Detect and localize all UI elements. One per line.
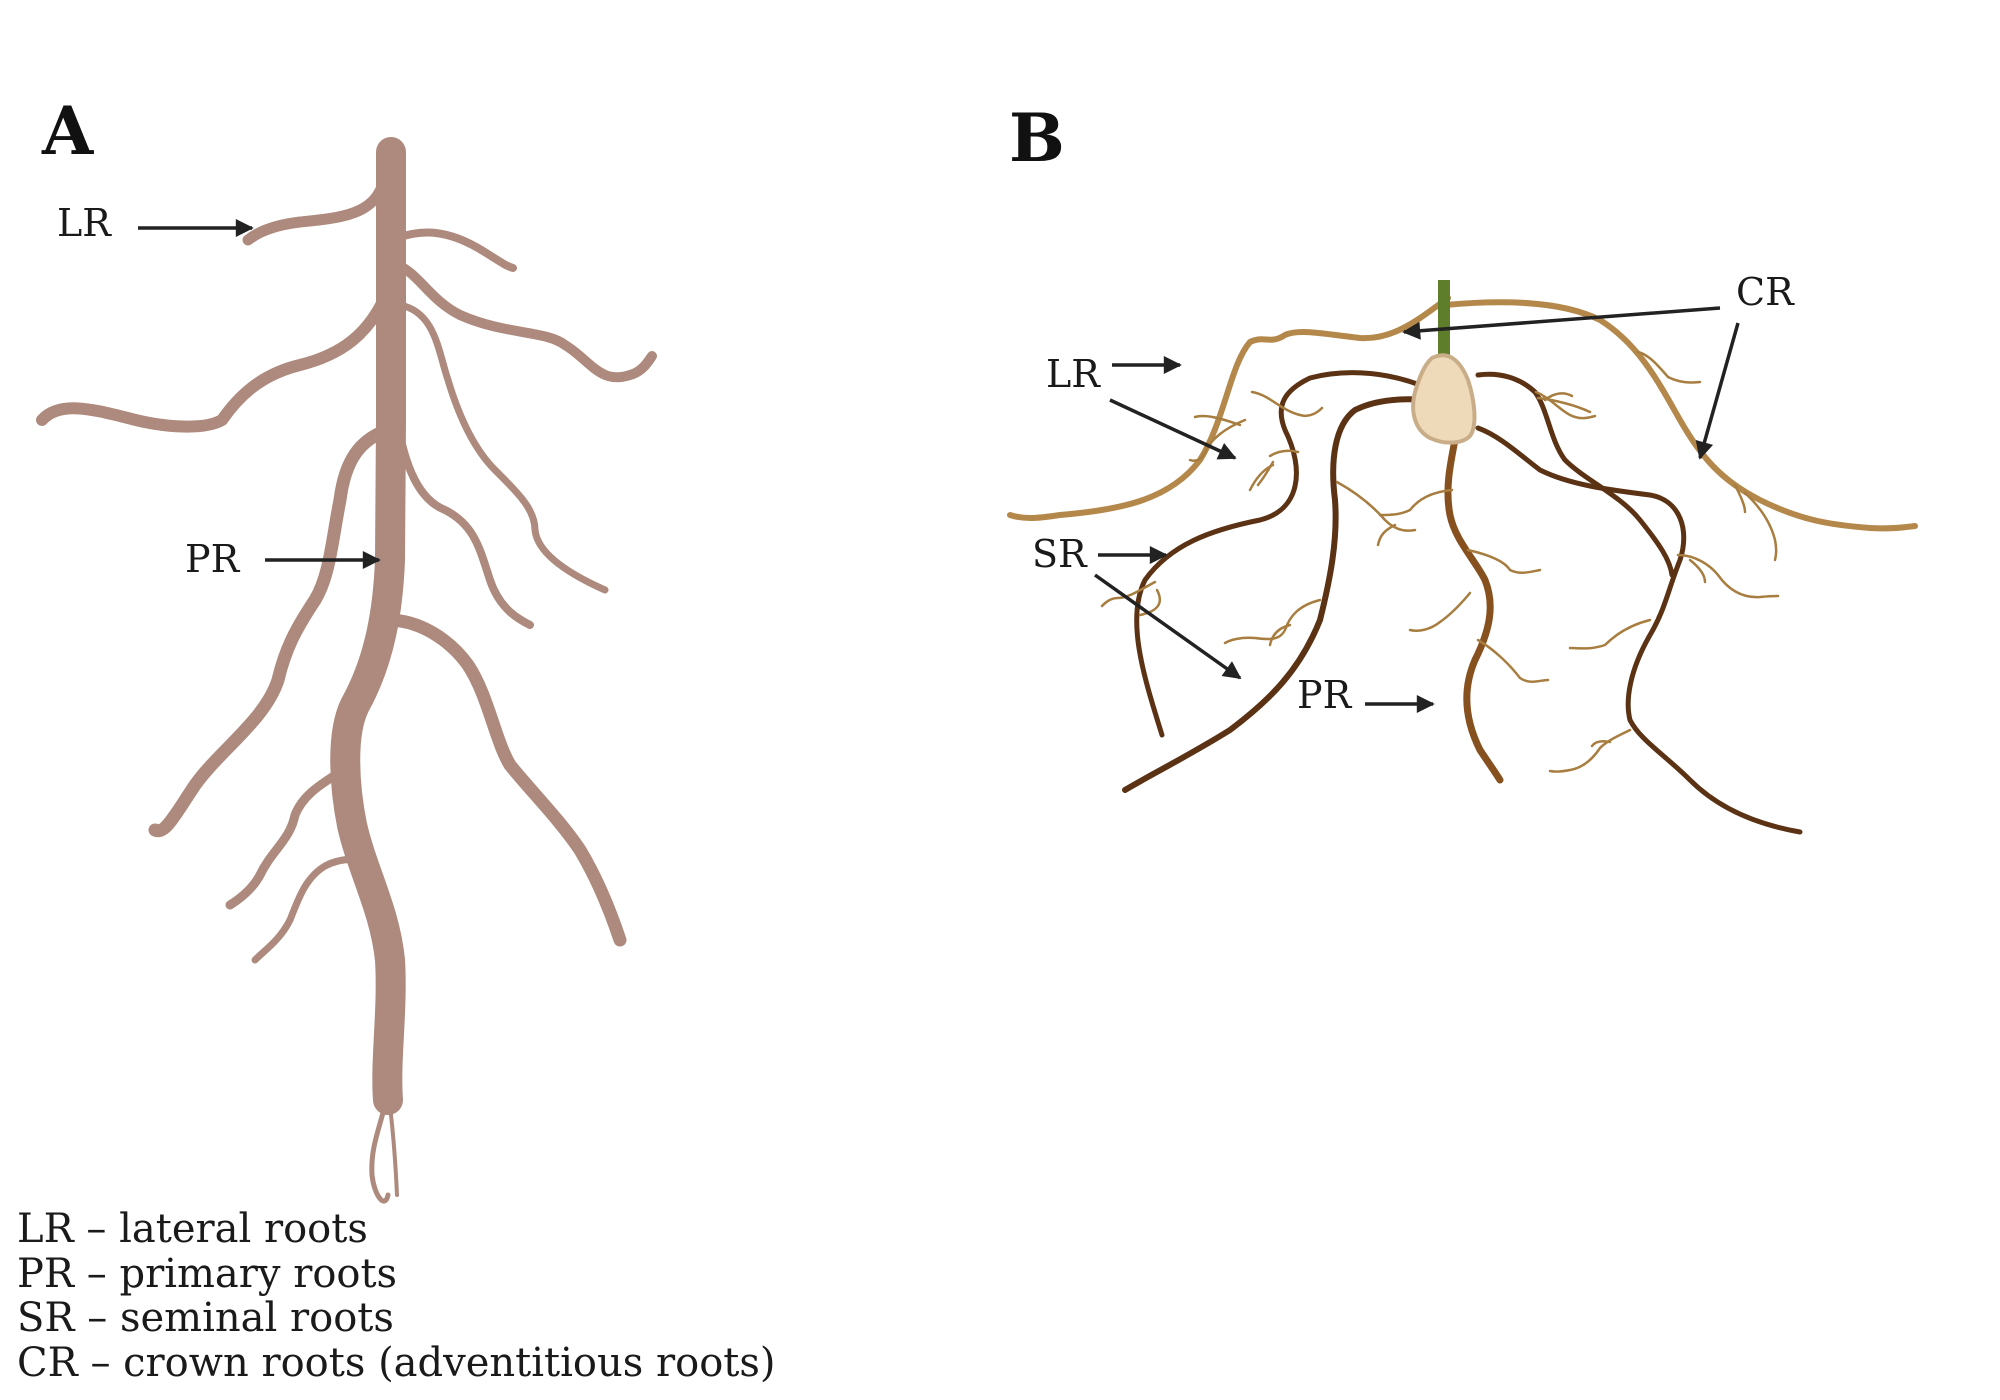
taproot-system bbox=[36, 137, 657, 1204]
legend-item-sr: SR – seminal roots bbox=[17, 1295, 394, 1341]
label-pr-a: PR bbox=[185, 537, 241, 581]
crown-root-left bbox=[1007, 295, 1451, 521]
seminal-root-left-inner bbox=[1122, 396, 1428, 793]
panel-b-letter: B bbox=[1009, 99, 1065, 177]
lateral-root-a-upper-left bbox=[242, 174, 390, 246]
primary-root-a-tip bbox=[369, 1082, 391, 1204]
arrow-lr-b-2 bbox=[1109, 398, 1237, 460]
arrow-cr-b-2 bbox=[1695, 322, 1740, 460]
label-sr-b: SR bbox=[1032, 532, 1088, 576]
panel-b: B bbox=[1007, 99, 1918, 835]
seed bbox=[1411, 353, 1477, 445]
label-lr-b: LR bbox=[1046, 352, 1101, 396]
legend-item-cr: CR – crown roots (adventitious roots) bbox=[17, 1339, 776, 1386]
crown-root-right bbox=[1442, 299, 1918, 532]
primary-root-a bbox=[330, 137, 406, 1115]
lateral-roots-b bbox=[1100, 350, 1780, 773]
lateral-root-a-right-5 bbox=[381, 613, 627, 947]
lateral-root-a-left-1 bbox=[36, 284, 394, 433]
lateral-root-a-right-2 bbox=[393, 260, 657, 383]
seminal-root-right-outer bbox=[1475, 425, 1803, 835]
legend-item-pr: PR – primary roots bbox=[17, 1250, 398, 1297]
lateral-root-a-left-4 bbox=[251, 855, 374, 964]
label-lr-a: LR bbox=[57, 201, 112, 245]
lateral-root-a-right-4 bbox=[392, 411, 534, 629]
panel-a: A LR PR bbox=[36, 92, 657, 1204]
legend: LR – lateral roots PR – primary roots SR… bbox=[17, 1207, 775, 1385]
lateral-root-a-left-2 bbox=[148, 423, 394, 838]
label-pr-b: PR bbox=[1297, 673, 1353, 717]
panel-a-letter: A bbox=[41, 92, 94, 170]
lateral-root-a-right-3 bbox=[396, 301, 609, 594]
lateral-root-a-left-3 bbox=[225, 760, 355, 910]
label-cr-b: CR bbox=[1736, 270, 1795, 314]
seminal-root-right-inner bbox=[1475, 371, 1675, 578]
legend-item-lr: LR – lateral roots bbox=[17, 1206, 368, 1252]
fibrous-root-system bbox=[1007, 280, 1918, 835]
seminal-root-left-outer bbox=[1134, 370, 1423, 738]
arrow-sr-b-2 bbox=[1093, 573, 1242, 680]
arrow-cr-b-1 bbox=[1402, 306, 1721, 340]
lateral-root-a-right-1 bbox=[394, 228, 517, 272]
primary-root-b bbox=[1444, 436, 1504, 784]
